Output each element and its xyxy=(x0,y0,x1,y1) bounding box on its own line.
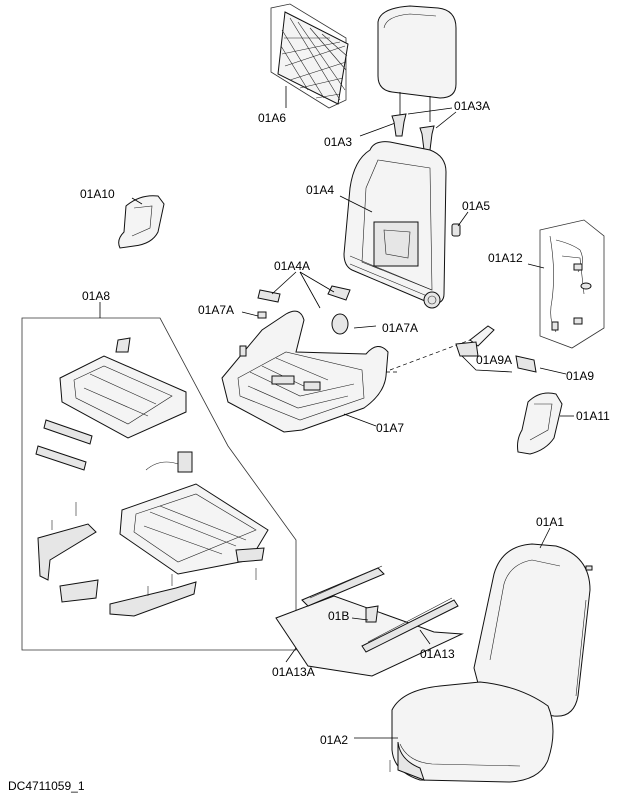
label-01b: 01B xyxy=(328,609,349,623)
part-01a13-slide-rails xyxy=(275,565,464,677)
part-01a11-side-cover xyxy=(517,392,574,455)
label-01a5: 01A5 xyxy=(462,199,490,213)
part-01a1-backrest-cushion xyxy=(473,527,593,717)
part-01a3a-headrest-guides xyxy=(391,107,457,151)
label-01a9: 01A9 xyxy=(566,369,594,383)
label-01a7a-left: 01A7A xyxy=(198,303,234,317)
label-01a1: 01A1 xyxy=(536,515,564,529)
label-01a13: 01A13 xyxy=(420,647,455,661)
part-01a2-seat-cushion xyxy=(354,681,554,783)
part-01a10-side-cover xyxy=(118,195,165,249)
part-01a12-wiring-harness xyxy=(527,219,605,349)
label-01a4a: 01A4A xyxy=(274,259,310,273)
part-01a8-group-box xyxy=(21,302,297,651)
label-01a7: 01A7 xyxy=(376,421,404,435)
part-01a6-net-pocket xyxy=(270,3,349,109)
label-01a7a-right: 01A7A xyxy=(382,321,418,335)
label-01a12: 01A12 xyxy=(488,251,523,265)
part-01a5-cap xyxy=(451,211,469,237)
label-01a8: 01A8 xyxy=(82,289,110,303)
label-01a2: 01A2 xyxy=(320,733,348,747)
part-01a4-backrest-frame xyxy=(339,141,447,309)
part-01a7a-bolts xyxy=(239,311,377,357)
label-01a4: 01A4 xyxy=(306,183,334,197)
document-id: DC4711059_1 xyxy=(8,779,85,793)
callout-labels: 01A6 01A3 01A3A 01A10 01A4 01A5 01A12 01… xyxy=(80,99,610,747)
label-01a10: 01A10 xyxy=(80,187,115,201)
part-01a9-knob-assembly xyxy=(455,325,567,375)
label-01a13a: 01A13A xyxy=(272,665,315,679)
label-01a6: 01A6 xyxy=(258,111,286,125)
label-01a3a: 01A3A xyxy=(454,99,490,113)
label-01a11: 01A11 xyxy=(576,409,610,423)
part-01a7-seat-frame xyxy=(221,310,389,433)
label-01a3: 01A3 xyxy=(324,135,352,149)
part-01a4a-brackets xyxy=(257,271,351,309)
part-01a3-headrest xyxy=(359,5,457,137)
label-01a9a: 01A9A xyxy=(476,353,512,367)
